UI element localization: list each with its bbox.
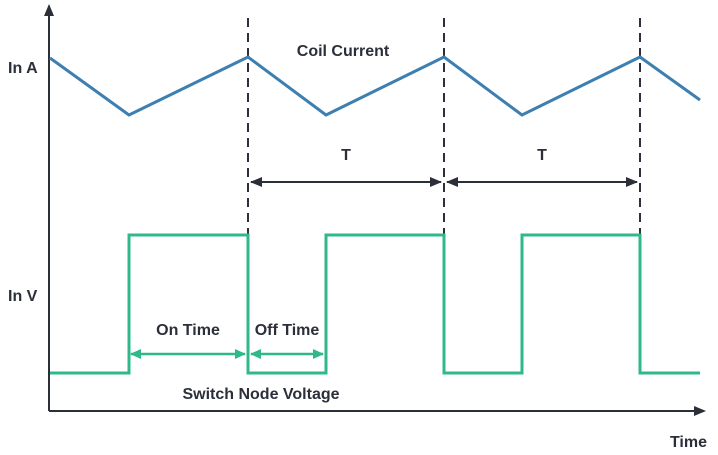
coil-current-trace bbox=[49, 55, 701, 117]
y-voltage-label: In V bbox=[8, 288, 38, 305]
period-label-2: T bbox=[537, 147, 547, 164]
y-current-label: In A bbox=[8, 60, 38, 77]
on-time-label: On Time bbox=[156, 322, 220, 339]
period-label-1: T bbox=[341, 147, 351, 164]
off-time-label: Off Time bbox=[255, 322, 320, 339]
x-axis-label: Time bbox=[670, 434, 707, 451]
switch-node-label: Switch Node Voltage bbox=[182, 386, 339, 403]
switch-node-voltage-trace bbox=[50, 233, 700, 375]
coil-current-label: Coil Current bbox=[297, 43, 390, 60]
